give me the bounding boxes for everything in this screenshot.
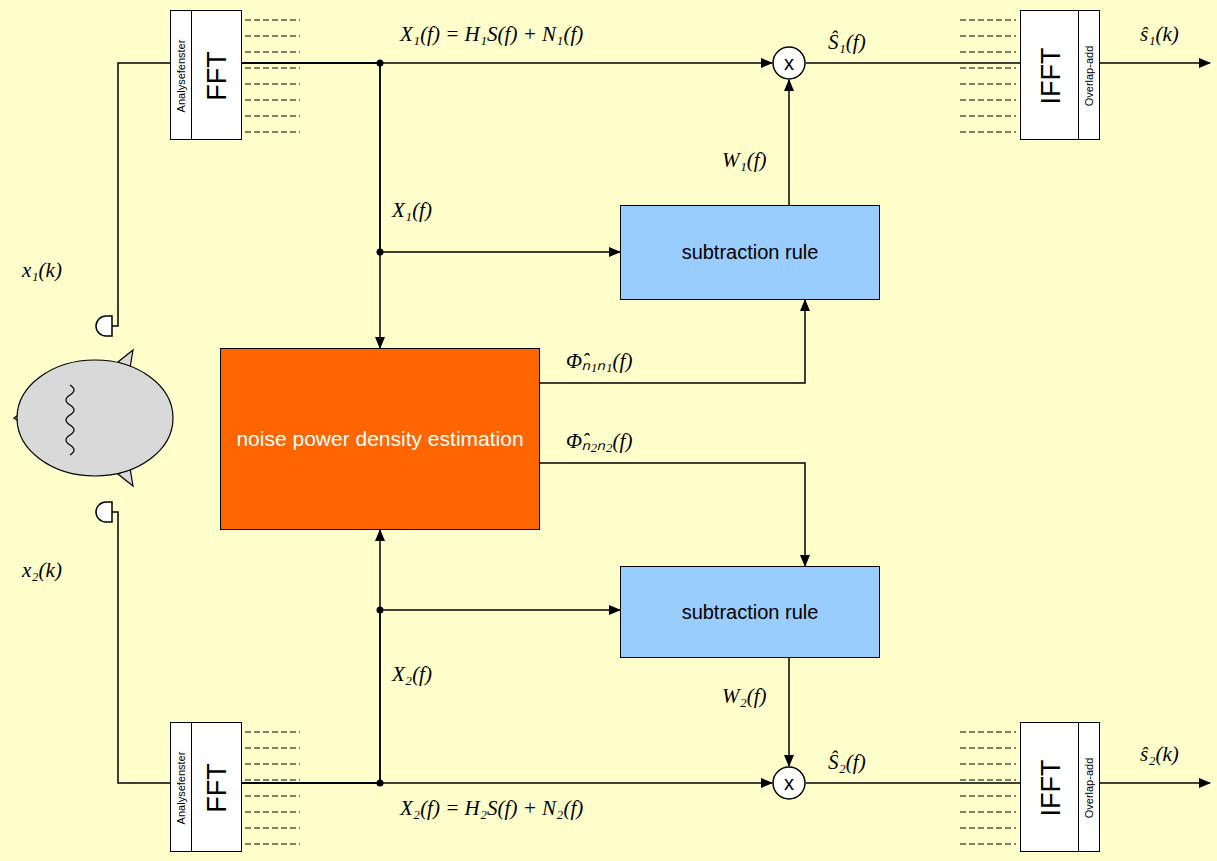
signal-label: X₁(f) <box>392 198 432 223</box>
signal-connector <box>806 62 1020 64</box>
signal-connector <box>242 63 620 252</box>
signal-connector <box>242 610 620 783</box>
signal-connector <box>242 530 380 783</box>
signal-label: Φ̂ₙ₁ₙ₁(f) <box>566 346 632 374</box>
divider <box>1078 11 1079 139</box>
signal-connector <box>540 463 805 566</box>
block-label: FFT <box>202 51 233 100</box>
block-label: FFT <box>202 763 233 812</box>
signal-label: W₁(f) <box>722 148 767 173</box>
process-box: subtraction rule <box>620 566 880 658</box>
signal-label: Φ̂ₙ₂ₙ₂(f) <box>566 426 632 454</box>
signal-connector <box>806 782 1020 784</box>
ifft-block: Overlap-add IFFT <box>1020 10 1100 140</box>
fft-block: Analysefenster FFT <box>170 722 242 852</box>
window-label: Overlap-add <box>1083 758 1095 819</box>
window-label: Overlap-add <box>1083 46 1095 107</box>
fft-block: Analysefenster FFT <box>170 10 242 140</box>
box-label: subtraction rule <box>682 601 819 624</box>
mic-wire <box>112 63 170 783</box>
signal-connector <box>788 80 790 205</box>
divider <box>191 11 192 139</box>
estimator-box: noise power density estimation <box>220 348 540 530</box>
process-box: subtraction rule <box>620 205 880 300</box>
multiplier: x <box>772 766 806 800</box>
multiply-sign: x <box>784 52 794 75</box>
box-label: noise power density estimation <box>236 426 523 451</box>
signal-name: ŝ₁(k) <box>1140 22 1179 47</box>
microphone <box>96 316 112 522</box>
signal-label: Ŝ₂(f) <box>828 750 866 775</box>
divider <box>1078 723 1079 851</box>
signal-name: x₂(k) <box>22 558 62 583</box>
head-illustration <box>14 350 173 486</box>
signal-connector <box>788 658 790 766</box>
multiply-sign: x <box>784 772 794 795</box>
ifft-block: Overlap-add IFFT <box>1020 722 1100 852</box>
signal-label: X₂(f) = H₂S(f) + N₂(f) <box>400 796 583 821</box>
signal-connector <box>540 300 805 383</box>
divider <box>191 723 192 851</box>
signal-connector <box>242 63 380 348</box>
signal-label: X₂(f) <box>392 662 432 687</box>
signal-label: X₁(f) = H₁S(f) + N₁(f) <box>400 22 583 47</box>
signal-name: x₁(k) <box>22 258 62 283</box>
window-label: Analysefenster <box>175 752 187 825</box>
signal-label: Ŝ₁(f) <box>828 30 866 55</box>
signal-connector <box>242 782 772 784</box>
output-wire <box>1100 63 1210 783</box>
signal-name: ŝ₂(k) <box>1140 742 1179 767</box>
block-label: IFFT <box>1036 48 1067 105</box>
box-label: subtraction rule <box>682 241 819 264</box>
signal-label: W₂(f) <box>722 684 767 709</box>
block-label: IFFT <box>1036 760 1067 817</box>
window-label: Analysefenster <box>175 40 187 113</box>
multiplier: x <box>772 46 806 80</box>
